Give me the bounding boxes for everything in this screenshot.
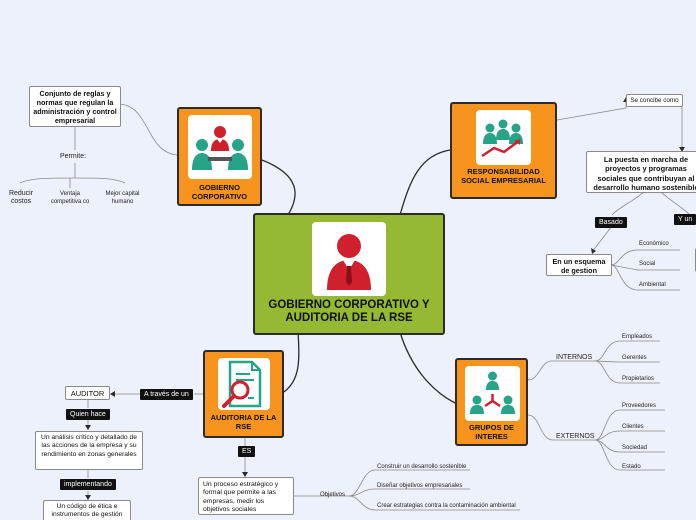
interno-empleados[interactable]: Empleados: [622, 334, 653, 340]
gobierno-corporativo-title: GOBIERNO CORPORATIVO: [191, 183, 248, 201]
objetivos-label[interactable]: Objetivos: [320, 492, 346, 498]
se-concibe-label[interactable]: Se concibe como: [626, 94, 683, 107]
executive-icon: [312, 222, 386, 296]
benefit-ventaja-competitiva[interactable]: Ventaja competitiva co: [50, 191, 90, 205]
network-people-icon: [465, 366, 520, 421]
proceso-estrategico-box[interactable]: Un proceso estratégico y formal que perm…: [198, 477, 294, 515]
externo-sociedad[interactable]: Sociedad: [622, 445, 648, 451]
objetivo-desarrollo-sostenible[interactable]: Construir un desarrollo sostenible: [377, 464, 467, 470]
externo-proveedores[interactable]: Proveedores: [622, 403, 657, 409]
rse-node[interactable]: RESPONSABILIDAD SOCIAL EMPRESARIAL: [450, 102, 557, 199]
externo-estado[interactable]: Estado: [622, 464, 641, 470]
team-growth-icon: [476, 110, 531, 165]
y-un-label[interactable]: Y un: [674, 214, 696, 225]
document-search-icon: [218, 358, 270, 410]
es-label[interactable]: ES: [238, 446, 256, 457]
internos-label[interactable]: INTERNOS: [556, 354, 593, 361]
analisis-box[interactable]: Un análisis crítico y detallado de las a…: [35, 431, 143, 470]
puesta-en-marcha-box[interactable]: La puesta en marcha de proyectos y progr…: [586, 151, 696, 193]
gobierno-corporativo-node[interactable]: GOBIERNO CORPORATIVO: [177, 107, 262, 206]
esquema-ambiental[interactable]: Ambiental: [639, 282, 666, 288]
auditoria-rse-title: AUDITORIA DE LA RSE: [210, 413, 277, 431]
a-traves-label[interactable]: A través de un: [140, 389, 193, 400]
codigo-etica-box[interactable]: Un código de ética e instrumentos de ges…: [43, 500, 131, 520]
central-topic-node[interactable]: GOBIERNO CORPORATIVO Y AUDITORIA DE LA R…: [253, 213, 445, 335]
benefit-reducir-costos[interactable]: Reducir costos: [8, 190, 34, 206]
objetivo-estrategias-contaminacion[interactable]: Crear estrategias contra la contaminació…: [377, 503, 516, 509]
esquema-gestion-box[interactable]: En un esquema de gestion: [546, 254, 612, 276]
objetivo-disenar-objetivos[interactable]: Diseñar objetivos empresariales: [377, 483, 463, 489]
auditoria-rse-node[interactable]: AUDITORIA DE LA RSE: [203, 350, 284, 438]
rse-title: RESPONSABILIDAD SOCIAL EMPRESARIAL: [461, 167, 546, 185]
externo-clientes[interactable]: Clientes: [622, 424, 644, 430]
esquema-economico[interactable]: Económico: [639, 241, 669, 247]
permite-label[interactable]: Permite:: [60, 153, 87, 160]
meeting-icon: [188, 115, 252, 179]
interno-propietarios[interactable]: Propietarios: [622, 376, 655, 382]
gobierno-definition-box[interactable]: Conjunto de reglas y normas que regulan …: [29, 86, 121, 127]
externos-label[interactable]: EXTERNOS: [556, 433, 595, 440]
benefit-mejor-capital-humano[interactable]: Mejor capital humano: [105, 191, 140, 205]
grupos-interes-title: GRUPOS DE INTERES: [468, 423, 514, 441]
grupos-interes-node[interactable]: GRUPOS DE INTERES: [455, 358, 528, 446]
implementando-label[interactable]: implementando: [60, 479, 116, 490]
interno-gerentes[interactable]: Gerentes: [622, 355, 647, 361]
quien-hace-label[interactable]: Quien hace: [66, 409, 110, 420]
esquema-social[interactable]: Social: [639, 261, 656, 267]
auditor-box[interactable]: AUDITOR: [65, 386, 110, 400]
central-title: GOBIERNO CORPORATIVO Y AUDITORIA DE LA R…: [268, 299, 430, 325]
basado-label[interactable]: Basado: [595, 217, 627, 228]
